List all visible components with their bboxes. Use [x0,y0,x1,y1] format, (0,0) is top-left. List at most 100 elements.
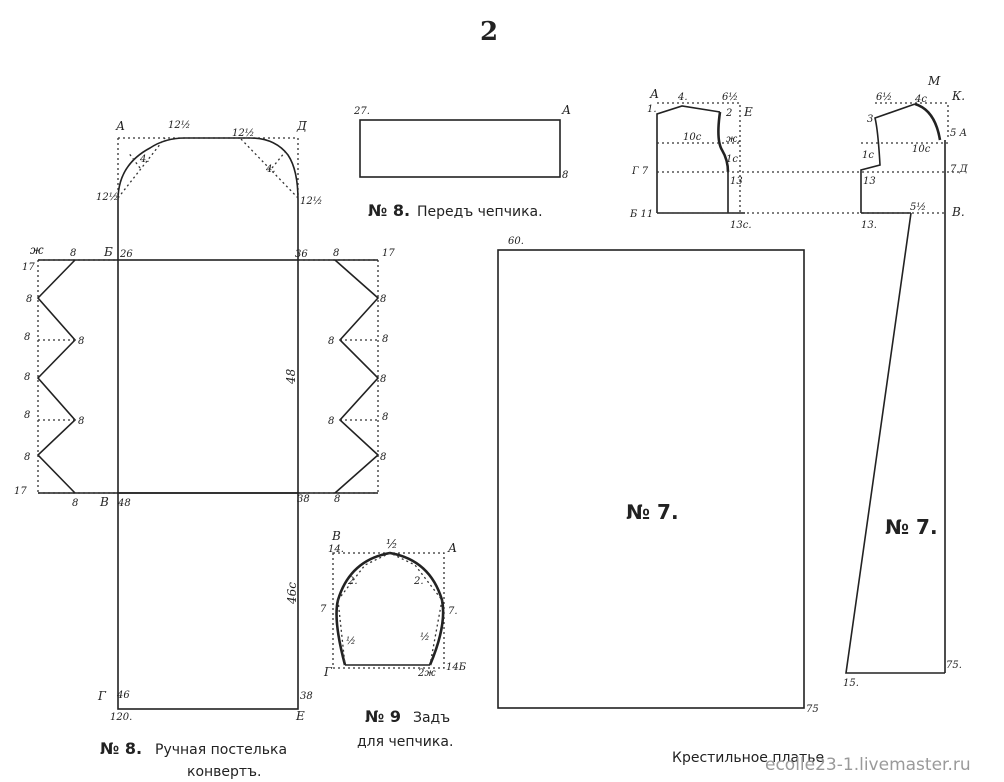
dress-back-pattern: М К. 6½ 4с 3 5 А 10с 1с 7 Д 13 5½ 13. В.… [843,74,969,689]
bodice-b11: Б 11 [629,209,653,220]
envelope-r38: 38 [297,494,310,505]
envelope-label-g: Г [97,689,107,703]
back-five-half: 5½ [910,202,926,213]
dress-rect-label-no: № 7. [626,500,679,524]
bonnet-back-half-r: ½ [420,632,430,643]
envelope-dim-46: 46с [285,582,299,605]
bonnet-back-two-r: 2. [413,576,424,587]
bonnet-back-label-v: В [331,529,341,543]
back-label-no: № 7. [885,515,938,539]
envelope-r8-top: 8 [333,248,339,259]
bonnet-back-v14: 14. [328,544,344,555]
envelope-g-val: 46 [116,690,130,701]
bonnet-front-caption-no: № 8. [368,201,410,220]
envelope-r38-bot: 38 [300,691,313,702]
bonnet-back-half-l: ½ [346,636,356,647]
envelope-caption-text-2: конвертъ. [187,764,261,780]
envelope-right-8g: 8 [380,452,386,463]
back-fifteen: 15. [843,678,859,689]
bodice-label-a: А [649,87,659,101]
envelope-left-8c: 8 [78,336,84,347]
envelope-top-dim-right: 12½ [232,128,254,139]
envelope-mid-48: 48 [284,368,298,385]
dress-bodice-pattern: А 4. 6½ 2 Е 1. 10с ж. 1с Г 7 13 Б 11 13с… [629,87,960,231]
bonnet-back-b14: 14Б [446,662,467,673]
bodice-thirteen-b: 13с. [730,220,752,231]
dress-rect-bottom-dim: 75 [806,704,819,715]
bodice-thirteen: 13 [730,176,743,187]
back-v4: 4с [914,94,927,105]
back-v3: 3 [867,114,873,125]
bonnet-back-caption-text-2: для чепчика. [357,734,453,750]
bonnet-front-tr: А [561,103,571,117]
back-label-k: К. [951,89,965,103]
page-number: 2 [480,17,498,47]
back-r5a: 5 А [950,128,967,139]
back-seventy-five: 75. [946,660,962,671]
watermark: ecolle23-1.livemaster.ru [765,755,971,775]
envelope-r17-top: 17 [382,248,395,259]
bonnet-back-pattern: В 14. ½ А 2. 2. 7 7. ½ ½ Г 2ж 14Б № 9 За… [320,529,467,750]
dress-rect-pattern: 60. 75 № 7. [497,236,819,715]
bonnet-back-two-l: 2. [347,576,358,587]
envelope-label-zh: ж [30,243,44,257]
envelope-l8-top: 8 [70,248,76,259]
envelope-left-8f: 8 [78,416,84,427]
bodice-v4: 4. [677,92,688,103]
envelope-label-v: В [99,495,109,509]
envelope-curve-right: 4. [265,164,276,175]
back-r7d: 7 Д [950,164,969,175]
envelope-caption-no: № 8. [100,739,142,758]
envelope-side-left: 12½ [96,192,118,203]
envelope-v-val: 48 [117,498,131,509]
envelope-left-8e: 8 [24,410,30,421]
envelope-top-dim-left: 12½ [168,120,190,131]
bodice-g7: Г 7 [631,166,649,177]
envelope-bottom-120: 120. [110,712,132,723]
envelope-right-8d: 8 [380,374,386,385]
bodice-dim10: 10с [683,132,702,143]
envelope-left-8a: 8 [26,294,32,305]
back-thirteen-b: 13. [861,220,877,231]
envelope-caption-text-1: Ручная постелька [155,742,287,758]
envelope-bed-pattern: А Д 12½ 12½ 4. 4. 12½ 12½ ж 8 17 Б 26 36… [14,119,395,780]
bonnet-back-half-top: ½ [386,537,398,551]
envelope-label-d: Д [296,119,307,133]
bodice-one: 1с [726,154,738,165]
bodice-l1: 1. [647,104,657,115]
envelope-side-right: 12½ [300,196,322,207]
envelope-label-e: Е [295,709,305,723]
bonnet-front-pattern: 27. А 8 № 8. Передъ чепчика. [353,103,571,220]
back-dim10: 10с [912,144,931,155]
envelope-l8-bot: 8 [72,498,78,509]
bonnet-back-zh2: 2ж [417,668,436,679]
bonnet-front-br: 8 [562,170,568,181]
back-label-m: М [927,74,941,88]
bonnet-back-caption-text-1: Задъ [413,710,450,726]
bonnet-back-label-g: Г [323,665,333,679]
envelope-r36: 36 [295,249,308,260]
bonnet-front-caption-text: Передъ чепчика. [417,204,543,220]
envelope-right-8f: 8 [382,412,388,423]
bodice-v2: 2 [725,108,732,119]
envelope-right-8b: 8 [328,336,334,347]
envelope-right-8c: 8 [382,334,388,345]
bodice-v6half: 6½ [722,92,738,103]
bottom-caption: Крестильное платье [672,750,824,766]
back-one: 1с [862,150,874,161]
envelope-left-8g: 8 [24,452,30,463]
dress-rect-top-dim: 60. [508,236,524,247]
envelope-curve-left: 4. [139,154,150,165]
bodice-zh: ж. [726,134,741,145]
bonnet-back-seven-l: 7 [320,604,327,615]
back-thirteen: 13 [863,176,876,187]
envelope-right-8a: 8 [380,294,386,305]
back-label-b: В. [951,205,965,219]
envelope-l17-bot: 17 [14,486,27,497]
bonnet-back-caption-no: № 9 [365,707,401,726]
envelope-left-8d: 8 [24,372,30,383]
bonnet-back-label-a: А [447,541,457,555]
envelope-label-a: А [115,119,125,133]
bonnet-back-seven-r: 7. [448,606,458,617]
